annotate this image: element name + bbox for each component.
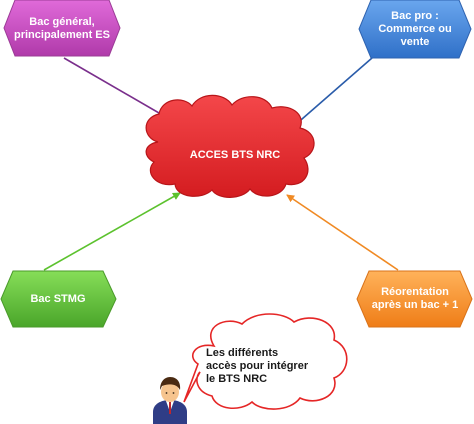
- arrow-bottom-left-to-center: [43, 192, 181, 271]
- speech-bubble-text: Les différents accès pour intégrer le BT…: [206, 346, 309, 385]
- node-top-right-label: Bac pro : Commerce ou vente: [378, 9, 452, 48]
- center-cloud-shape: [145, 94, 315, 198]
- person-icon: [153, 377, 187, 424]
- center-cloud-label: ACCES BTS NRC: [189, 148, 281, 161]
- node-bottom-right-label: Réorentation après un bac + 1: [371, 286, 459, 311]
- node-bottom-left-label: Bac STMG: [30, 292, 86, 305]
- arrow-top-right-to-center: [293, 57, 373, 127]
- node-bottom-right-shape: [356, 270, 473, 328]
- speech-bubble-shape: [183, 313, 348, 410]
- node-top-left-shape: [3, 0, 121, 57]
- arrow-bottom-right-to-center: [286, 194, 399, 271]
- node-bottom-left-shape: [0, 270, 117, 328]
- node-top-right-shape: [358, 0, 472, 59]
- node-top-left-label: Bac général, principalement ES: [14, 16, 110, 41]
